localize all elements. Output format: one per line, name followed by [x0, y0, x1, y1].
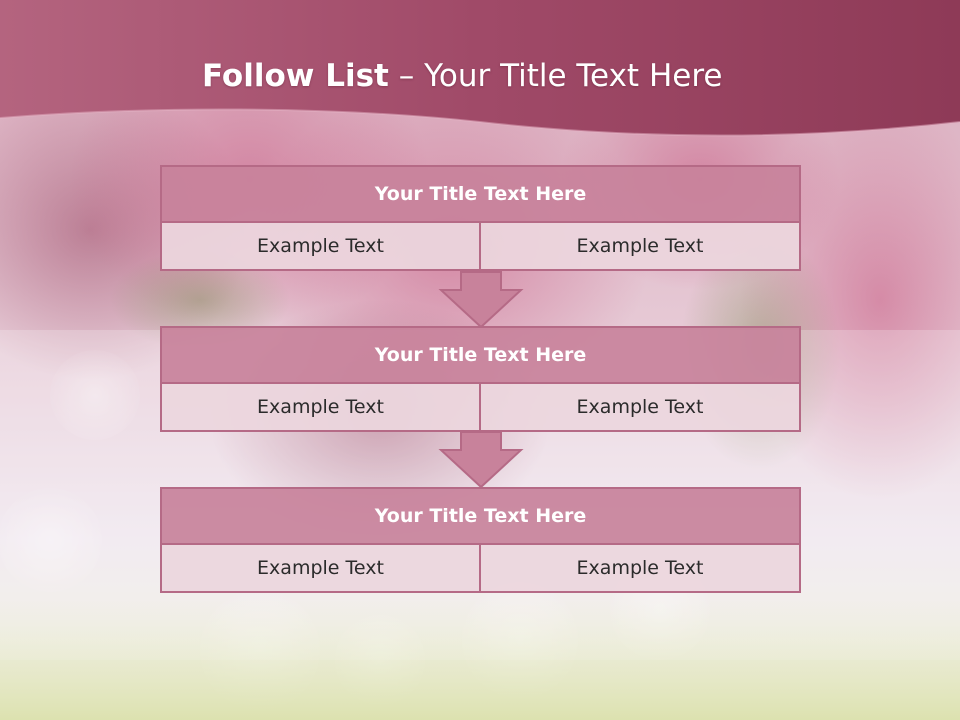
block-title: Your Title Text Here — [160, 487, 801, 545]
block-cell-left: Example Text — [160, 543, 481, 593]
down-arrow-icon — [438, 431, 524, 489]
list-block-2: Your Title Text Here Example Text Exampl… — [160, 326, 801, 432]
block-cell-right: Example Text — [479, 382, 801, 432]
block-cell-left: Example Text — [160, 382, 481, 432]
block-cell-right: Example Text — [479, 221, 801, 271]
list-block-1: Your Title Text Here Example Text Exampl… — [160, 165, 801, 271]
down-arrow-icon — [438, 271, 524, 329]
list-block-3: Your Title Text Here Example Text Exampl… — [160, 487, 801, 593]
block-title: Your Title Text Here — [160, 326, 801, 384]
block-cell-right: Example Text — [479, 543, 801, 593]
block-title: Your Title Text Here — [160, 165, 801, 223]
slide-title-rest: – Your Title Text Here — [388, 58, 723, 94]
block-cell-left: Example Text — [160, 221, 481, 271]
slide-title: Follow List – Your Title Text Here — [202, 54, 722, 98]
slide-title-bold: Follow List — [202, 58, 389, 94]
